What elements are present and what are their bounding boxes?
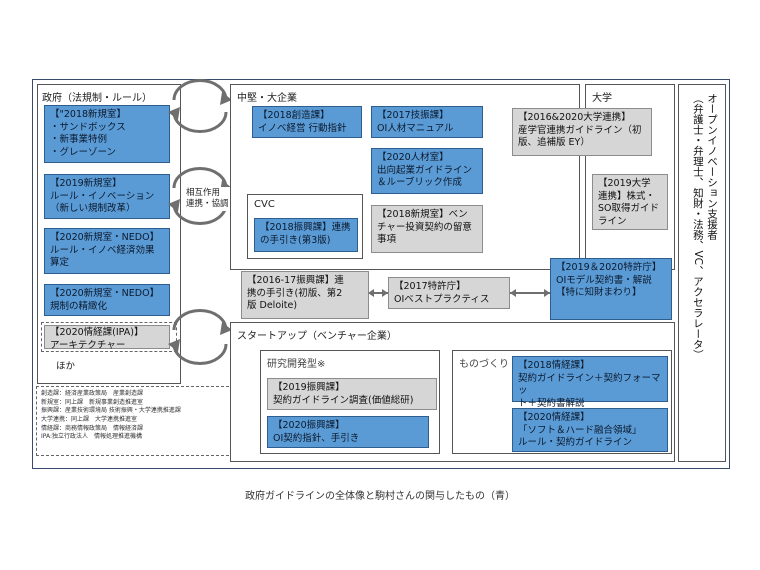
- mono-item-2020: 【2020情経課】 「ソフト＆ハード融合領域」 ルール・契約ガイドライン: [512, 408, 668, 452]
- startup-title: スタートアップ（ベンチャー企業）: [237, 331, 397, 342]
- university-title: 大学: [592, 93, 612, 104]
- mutual-label: 相互作用 連携・協調: [184, 187, 231, 212]
- big-item-2017-gishin: 【2017技振課】 OI人材マニュアル: [371, 106, 483, 138]
- bridge-item-2016-17: 【2016-17振興課】連 携の手引き(初版、第2 版 Deloite): [241, 271, 369, 319]
- univ-item-2019: 【2019大学 連携】株式・ SO取得ガイド ライン: [592, 174, 668, 230]
- big-item-2018-souzou: 【2018創造課】 イノベ経営 行動指針: [252, 106, 362, 138]
- gov-title: 政府（法規制・ルール）: [42, 93, 152, 104]
- bridge-arrows-icon: [368, 289, 550, 297]
- gov-item-2020-nedo-a: 【2020新規室・NEDO】 ルール・イノベ経済効果 算定: [44, 228, 170, 274]
- legend-text: 創造課：経済産業政策局 産業創造課 新規室：同上課 新規事業創造推進室 振興課：…: [41, 390, 181, 441]
- cycle-arrows-icon: [168, 79, 232, 365]
- gov-others: ほか: [56, 361, 76, 372]
- legend-box: 創造課：経済産業政策局 産業創造課 新規室：同上課 新規事業創造推進室 振興課：…: [36, 386, 244, 456]
- rd-item-2019: 【2019振興課】 契約ガイドライン調査(価値総研): [267, 378, 437, 410]
- figure-caption: 政府ガイドラインの全体像と駒村さんの関与したもの（青）: [245, 491, 515, 502]
- support-label: オープンイノベーション支援者 （弁護士・弁理士、知財・法務、VC、アクセラレータ…: [691, 93, 718, 360]
- mono-title: ものづくり: [459, 359, 509, 370]
- gov-item-ipa: 【2020情経課(IPA)】 アーキテクチャー: [44, 325, 170, 351]
- rd-item-2020: 【2020振興課】 OI契約指針、手引き: [267, 416, 429, 448]
- gov-item-2020-nedo-b: 【2020新規室・NEDO】 規制の精緻化: [44, 284, 170, 316]
- gov-ipa-group: [41, 322, 177, 352]
- big-company-title: 中堅・大企業: [237, 93, 297, 104]
- support-section: オープンイノベーション支援者 （弁護士・弁理士、知財・法務、VC、アクセラレータ…: [678, 84, 726, 462]
- cvc-item-2018: 【2018振興課】連携 の手引き(第3版): [254, 218, 358, 252]
- rd-title: 研究開発型※: [267, 359, 326, 370]
- cvc-title: CVC: [254, 199, 275, 210]
- big-item-2018-venture: 【2018新規室】ベン チャー投資契約の留意 事項: [371, 205, 483, 253]
- bridge-item-2019-2020-jpo: 【2019＆2020特許庁】 OIモデル契約書・解説 【特に知財まわり】: [550, 258, 672, 320]
- univ-item-2016-2020: 【2016&2020大学連携】 産学官連携ガイドライン（初 版、追補版 EY）: [512, 108, 652, 156]
- bridge-item-2017-jpo: 【2017特許庁】 OIベストプラクティス: [388, 277, 510, 309]
- big-item-2020-jinzai: 【2020人材室】 出向起業ガイドライン ＆ルーブリック作成: [371, 148, 483, 194]
- mono-item-2018: 【2018情経課】 契約ガイドライン＋契約フォーマッ ト＋契約書解説: [512, 356, 668, 409]
- gov-item-2019-new: 【2019新規室】 ルール・イノベーション （新しい規制改革）: [44, 174, 170, 219]
- gov-item-2018-new: 【"2018新規室】 ・サンドボックス ・新事業特例 ・グレーゾーン: [44, 105, 170, 163]
